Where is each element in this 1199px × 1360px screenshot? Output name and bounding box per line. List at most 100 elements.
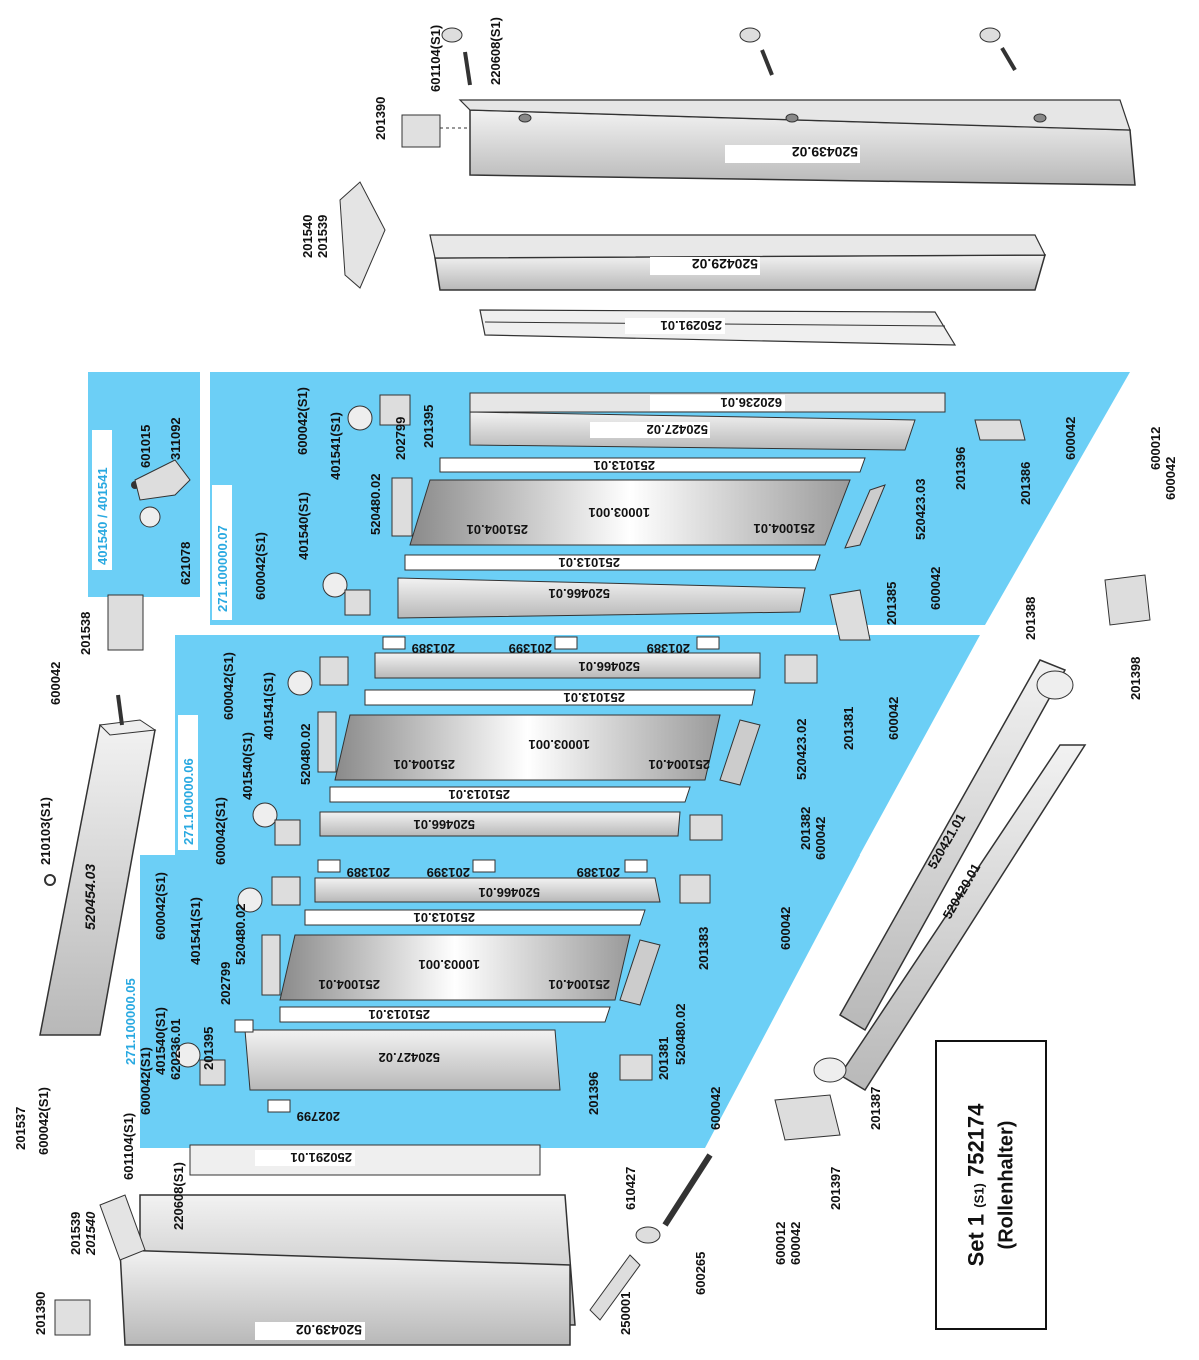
- label-600042s1-07b: 600042(S1): [253, 532, 268, 600]
- label-620236-07: 620236.01: [721, 395, 782, 410]
- title-set: Set 1: [963, 1213, 989, 1267]
- label-201398: 201398: [1128, 657, 1143, 700]
- end-cap-201388: [1036, 670, 1074, 700]
- label-520480-05a: 520480.02: [233, 904, 248, 965]
- label-600042-06a: 600042: [886, 697, 901, 740]
- label-251004-06b: 251004.01: [649, 757, 710, 772]
- label-520480-07: 520480.02: [368, 474, 383, 535]
- label-201399-06: 201399: [509, 641, 552, 656]
- panel-tag-07-text: 271.100000.07: [215, 525, 230, 612]
- label-201395-05: 201395: [201, 1027, 216, 1070]
- label-202799-07: 202799: [393, 417, 408, 460]
- label-401541-07: 401541(S1): [328, 412, 343, 480]
- label-201387: 201387: [868, 1087, 883, 1130]
- label-201397: 201397: [828, 1167, 843, 1210]
- track-520420: [838, 744, 1087, 1092]
- strip-top-250291: 250291.01: [479, 309, 957, 346]
- bracket-201397: [774, 1094, 841, 1141]
- label-251013-06a: 251013.01: [564, 690, 625, 705]
- label-600042s1-06a: 600042(S1): [221, 652, 236, 720]
- label-401541-05: 401541(S1): [188, 897, 203, 965]
- label-202799-05a: 202799: [218, 962, 233, 1005]
- label-201381-05: 201381: [656, 1037, 671, 1080]
- clip-201390-top: [401, 114, 470, 148]
- label-201389-05b: 201389: [577, 865, 620, 880]
- rail-top-520429: 520429.02: [429, 234, 1046, 291]
- label-250001: 250001: [618, 1292, 633, 1335]
- panel-tag-roller-text: 401540 / 401541: [95, 467, 110, 565]
- panel-tag-05: 271.100000.05: [120, 935, 140, 1070]
- screw-set-top: [441, 27, 1017, 86]
- end-cap-201387: [813, 1057, 847, 1083]
- label-600012-right: 600012: [1148, 427, 1163, 470]
- title-block: Set 1 (S1) 752174 (Rollenhalter): [935, 1040, 1047, 1330]
- label-601015: 601015: [138, 425, 153, 468]
- label-201395-07: 201395: [421, 405, 436, 448]
- panel07-parts: 620236.01 520427.02 251013.01 10003.001 …: [322, 392, 1026, 641]
- label-251004-07a: 251004.01: [467, 522, 528, 537]
- label-201539-bottom: 201539: [68, 1212, 83, 1255]
- label-401540-06: 401540(S1): [240, 732, 255, 800]
- label-251004-05b: 251004.01: [549, 977, 610, 992]
- clip-201390-bottom: [54, 1299, 91, 1336]
- label-520466-07: 520466.01: [549, 586, 610, 601]
- label-201389-06b: 201389: [647, 641, 690, 656]
- anchor-parts: [589, 1153, 713, 1321]
- title-subtitle: (Rollenhalter): [995, 1120, 1018, 1250]
- cap-201540-top: [339, 181, 386, 289]
- title-qualifier: (S1): [971, 1183, 987, 1208]
- label-520466-06b: 520466.01: [414, 817, 475, 832]
- label-600265: 600265: [693, 1252, 708, 1295]
- label-600042s1-05b: 600042(S1): [138, 1047, 153, 1115]
- bracket-201398: [1104, 574, 1151, 626]
- panel-tag-roller: 401540 / 401541: [92, 430, 112, 570]
- label-251004-05a: 251004.01: [319, 977, 380, 992]
- label-600042-bottom: 600042: [788, 1222, 803, 1265]
- label-10003-05: 10003.001: [419, 957, 480, 972]
- label-601104-top: 601104(S1): [428, 25, 443, 92]
- label-600042s1-05a: 600042(S1): [153, 872, 168, 940]
- panel-tag-06-text: 271.100000.06: [181, 758, 196, 845]
- label-201388: 201388: [1023, 597, 1038, 640]
- rail-top-520439: 520439.02: [458, 99, 1136, 186]
- track-520421: [838, 659, 1067, 1032]
- label-251013-07b: 251013.01: [559, 555, 620, 570]
- label-401541-06: 401541(S1): [261, 672, 276, 740]
- profile-520454-left: [39, 719, 157, 1036]
- label-401540-05: 401540(S1): [153, 1007, 168, 1075]
- cap-201539-bottom: [99, 1194, 146, 1261]
- panel06-parts: 520466.01 251013.01 10003.001 251004.01 …: [252, 636, 818, 846]
- label-520423-06: 520423.02: [794, 719, 809, 780]
- label-600042s1-07a: 600042(S1): [295, 387, 310, 455]
- label-520480-05b: 520480.02: [673, 1004, 688, 1065]
- label-201399-05: 201399: [427, 865, 470, 880]
- label-201390-bottom: 201390: [33, 1292, 48, 1335]
- label-600042-05a: 600042: [778, 907, 793, 950]
- label-251013-05b: 251013.01: [369, 1007, 430, 1022]
- label-520439-top: 520439.02: [792, 144, 858, 160]
- label-220608-top: 220608(S1): [488, 17, 503, 85]
- label-201396-07: 201396: [953, 447, 968, 490]
- label-621078: 621078: [178, 542, 193, 585]
- label-201386-07: 201386: [1018, 462, 1033, 505]
- label-201382-06: 201382: [798, 807, 813, 850]
- label-600042-05b: 600042: [708, 1087, 723, 1130]
- label-251004-07b: 251004.01: [754, 521, 815, 536]
- label-520466-06: 520466.01: [579, 659, 640, 674]
- label-600042-07a: 600042: [1063, 417, 1078, 460]
- label-610427: 610427: [623, 1167, 638, 1210]
- title-number: 752174: [963, 1103, 989, 1178]
- label-520439-bottom: 520439.02: [296, 1322, 362, 1338]
- label-201540-top: 201540: [300, 215, 315, 258]
- label-10003-07: 10003.001: [589, 505, 650, 520]
- label-600042s1-06b: 600042(S1): [213, 797, 228, 865]
- label-201538: 201538: [78, 612, 93, 655]
- panel-tag-06: 271.100000.06: [178, 715, 198, 850]
- label-201539-top: 201539: [315, 215, 330, 258]
- label-201537: 201537: [13, 1107, 28, 1150]
- label-201383-05: 201383: [696, 927, 711, 970]
- label-250291-bottom: 250291.01: [291, 1150, 352, 1165]
- label-520429-top: 520429.02: [692, 256, 758, 272]
